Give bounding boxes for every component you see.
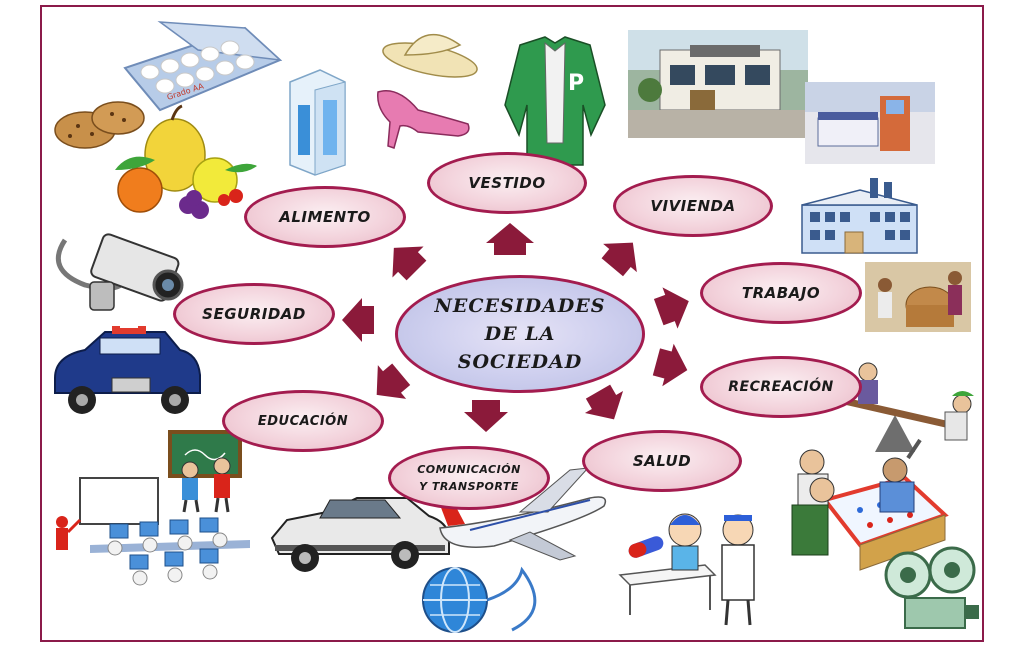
game-table-icon (791, 449, 949, 571)
node-vivienda: VIVIENDA (613, 175, 773, 237)
node-salud: SALUD (582, 430, 742, 492)
diagram-frame (40, 5, 984, 642)
arrow-alimento (392, 246, 427, 281)
node-seguridad-label: SEGURIDAD (202, 305, 306, 323)
node-comunicacion-label: COMUNICACIÓN (417, 463, 521, 476)
airplane-icon (439, 467, 607, 561)
globe-icon (422, 566, 537, 633)
seesaw-icon (839, 362, 974, 460)
node-vivienda-label: VIVIENDA (650, 197, 736, 215)
hat-icon (382, 33, 478, 78)
node-comunicacion-transporte: COMUNICACIÓN Y TRANSPORTE (388, 446, 550, 510)
node-vestido-label: VESTIDO (468, 174, 546, 192)
central-node: NECESIDADES DE LA SOCIEDAD (395, 275, 645, 393)
car-icon (270, 497, 450, 572)
bedroom-icon (805, 82, 935, 164)
node-educacion: EDUCACIÓN (222, 390, 384, 452)
arrow-vestido (486, 223, 534, 255)
camera-icon (55, 233, 184, 311)
node-recreacion-label: RECREACIÓN (728, 379, 834, 395)
node-salud-label: SALUD (632, 452, 692, 470)
milk-carton-icon (289, 69, 346, 176)
node-trabajo: TRABAJO (700, 262, 862, 324)
teacher-icon (168, 430, 242, 513)
node-transporte-label: Y TRANSPORTE (419, 480, 519, 493)
node-alimento: ALIMENTO (244, 186, 406, 248)
house-icon (628, 30, 808, 138)
node-seguridad: SEGURIDAD (173, 283, 335, 345)
projector-icon (884, 546, 979, 629)
workers-icon (865, 262, 971, 332)
arrow-vivienda (601, 242, 637, 277)
arrow-salud (584, 384, 624, 420)
computer-class-icon (56, 477, 250, 586)
factory-icon (801, 178, 918, 254)
node-trabajo-label: TRABAJO (741, 284, 821, 302)
doctor-icon (618, 513, 755, 626)
central-line-1: NECESIDADES (434, 295, 606, 317)
node-vestido: VESTIDO (427, 152, 587, 214)
node-recreacion: RECREACIÓN (700, 356, 862, 418)
node-educacion-label: EDUCACIÓN (257, 413, 349, 429)
bread-icon (54, 101, 145, 149)
shoe-icon (377, 90, 470, 149)
svg-text:P: P (568, 71, 584, 96)
node-alimento-label: ALIMENTO (279, 208, 371, 226)
police-car-icon (54, 322, 201, 414)
central-line-2: DE LA (484, 323, 556, 345)
eggs-icon: Grado AA (123, 21, 283, 112)
arrow-recreacion (652, 343, 688, 387)
fruit-icon (115, 104, 257, 219)
arrow-comunicacion (464, 400, 508, 432)
arrows (342, 223, 689, 432)
central-line-3: SOCIEDAD (457, 351, 583, 373)
jacket-icon: P (504, 36, 606, 166)
arrow-trabajo (653, 287, 689, 329)
arrow-educacion (376, 363, 411, 399)
arrow-seguridad (342, 298, 374, 342)
